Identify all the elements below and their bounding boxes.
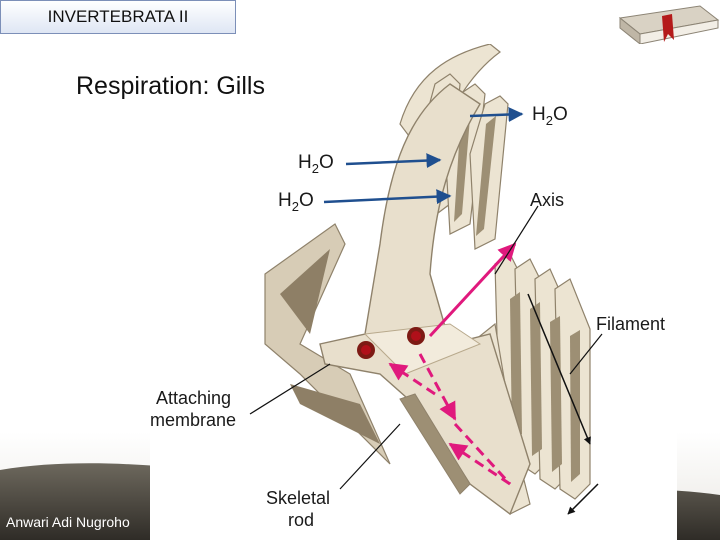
water-label-out: H2O — [532, 104, 568, 128]
attaching-label-line1: Attaching — [156, 388, 231, 408]
skeletal-rod — [399, 393, 471, 495]
axis-label: Axis — [530, 190, 564, 210]
skeletal-label-line1: Skeletal — [266, 488, 330, 508]
water-label-in-2: H2O — [278, 190, 314, 214]
blood-flow-arrows — [388, 242, 517, 486]
label-leaders — [249, 205, 603, 490]
filament-label: Filament — [596, 314, 665, 334]
course-tag: INVERTEBRATA II — [0, 0, 236, 34]
countercurrent-arrows — [527, 293, 599, 515]
water-flow-arrows — [323, 107, 524, 205]
book-icon — [618, 5, 720, 46]
author-footer: Anwari Adi Nugroho — [6, 514, 130, 530]
filament-slots — [432, 96, 580, 482]
blood-vessels — [357, 327, 425, 359]
attaching-label-line2: membrane — [150, 410, 236, 430]
attaching-membrane-shape — [264, 223, 391, 465]
course-tag-label: INVERTEBRATA II — [47, 7, 189, 26]
water-label-in-1: H2O — [298, 152, 334, 176]
gill-axis-body — [319, 83, 531, 516]
gill-diagram: H2O H2O H2O Axis Filament Attaching memb… — [150, 44, 677, 540]
skeletal-label-line2: rod — [288, 510, 314, 530]
page-title: Respiration: Gills — [76, 72, 265, 100]
